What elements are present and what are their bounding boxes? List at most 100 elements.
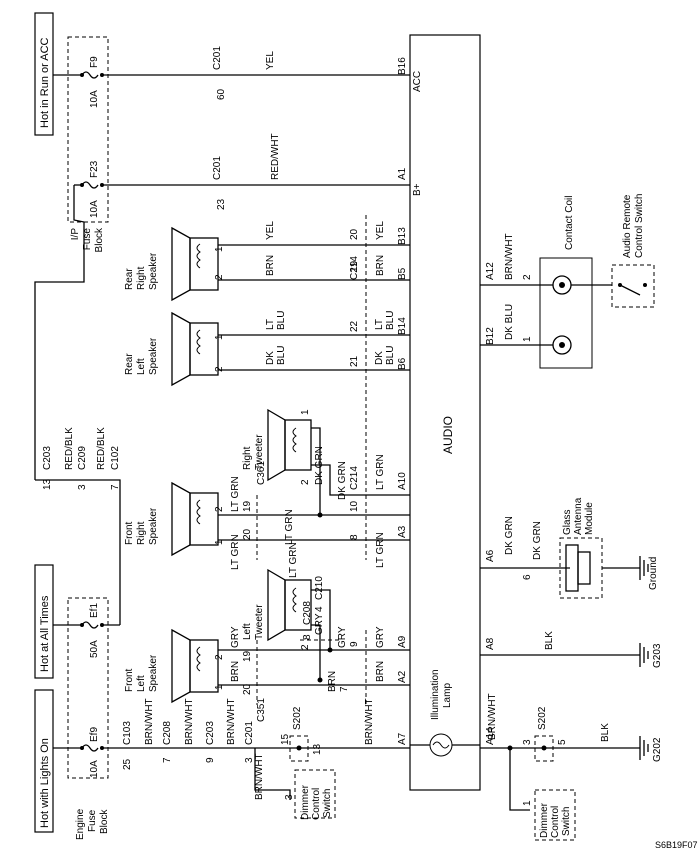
- wire-label-a6-dk-grn: DK GRN: [504, 516, 515, 555]
- rl-label-3: Speaker: [148, 337, 159, 375]
- wire-label-fr-lt-grn-3: LT GRN: [284, 509, 295, 545]
- engine-fuse-block-outline: [67, 597, 109, 779]
- audio-unit: [409, 34, 481, 791]
- fl-c214-pin7: 7: [339, 686, 350, 692]
- s202-pin13: 13: [312, 743, 323, 755]
- c208-pin7: 7: [162, 757, 173, 763]
- c214-label-mid: C214: [349, 466, 360, 490]
- audio-pins-left: B16 ACC A1 B+ B13 B5 B14 B6 A10 A3 A9 A2…: [397, 57, 423, 745]
- pin-a6: A6: [485, 549, 496, 562]
- rr-pin2: 2: [214, 274, 225, 280]
- rear-left-speaker: Rear Left Speaker 1 2: [124, 311, 225, 387]
- wire-label-a9-gry: GRY: [375, 626, 386, 648]
- wire-label-rt-dk-grn: DK GRN: [314, 446, 325, 485]
- wire-label-a10-lt-grn: LT GRN: [375, 454, 386, 490]
- c361-label: C361: [256, 461, 267, 485]
- wire-label-fr-lt-grn-1: LT GRN: [230, 476, 241, 512]
- s202-splice-left: S202 15 13: [280, 706, 323, 762]
- wire-label-a12-brn-wht: BRN/WHT: [504, 233, 515, 280]
- dimmer-control-switch-left: 3 Dimmer Control Switch: [284, 769, 336, 820]
- fuse-ef1: Ef1 50A: [53, 603, 120, 658]
- c103-label: C103: [122, 721, 133, 745]
- s202-pin15: 15: [280, 733, 291, 745]
- wire-label-a2-brn: BRN: [375, 661, 386, 682]
- wire-label-rr-yel: YEL: [265, 221, 276, 240]
- fr-label-1: Front: [124, 521, 135, 545]
- fuse-ef9-amp: 10A: [89, 760, 100, 778]
- wire-label-yel-top: YEL: [265, 51, 276, 70]
- fuse-f23: F23 10A: [74, 160, 104, 218]
- wire-label-brn-wht-3: BRN/WHT: [226, 698, 237, 745]
- s202-label-left: S202: [292, 706, 303, 730]
- ip-fuse-block-label-1: I/P: [70, 228, 81, 241]
- wire-ltw-gry: [311, 589, 331, 650]
- dimmer-left-pin3: 3: [284, 794, 295, 800]
- c201-pin60: 60: [216, 88, 227, 100]
- wire-label-a3-lt-grn: LT GRN: [375, 532, 386, 568]
- arc-label-1: Audio Remote: [622, 194, 633, 258]
- dimmer-control-switch-right: 1 Dimmer Control Switch: [522, 789, 576, 841]
- ltw-pin2: 2: [300, 644, 311, 650]
- fuse-f23-name: F23: [89, 160, 100, 178]
- c210-label: C210: [314, 576, 325, 600]
- wire-label-red-wht: RED/WHT: [270, 133, 281, 180]
- s202-splice-right: S202 3 5: [522, 706, 568, 762]
- engine-fuse-label-3: Block: [99, 809, 110, 834]
- wire-label-brn-wht-4: BRN/WHT: [364, 698, 375, 745]
- wire-label-b12-dk-blu: DK BLU: [504, 304, 515, 340]
- wire-label-rr-yel-2: YEL: [375, 221, 386, 240]
- c210-pin4: 4: [314, 606, 325, 612]
- fl-c351-pin20: 20: [242, 683, 253, 695]
- power-run-acc-box: Hot in Run or ACC: [34, 12, 54, 136]
- pin-b12: B12: [485, 327, 496, 345]
- pin-a8: A8: [485, 637, 496, 650]
- right-tweeter: Right Tweeter 1 2: [242, 408, 312, 485]
- c209-label: C209: [77, 446, 88, 470]
- rr-c214-pin19: 19: [349, 260, 360, 272]
- dimmer-right-label-2: Control: [550, 806, 561, 838]
- engine-fuse-label-1: Engine: [75, 808, 86, 840]
- pin-b14: B14: [397, 317, 408, 335]
- wire-label-rl-blu: BLU: [276, 311, 287, 330]
- splice-fr: [317, 512, 323, 518]
- wire-label-fl-brn-2: BRN: [327, 671, 338, 692]
- c103-pin25: 25: [122, 758, 133, 770]
- wire-label-rl-lt: LT: [265, 319, 276, 330]
- c203-label-2: C203: [205, 721, 216, 745]
- fr-label-3: Speaker: [148, 507, 159, 545]
- front-left-speaker: Front Left Speaker 2 1: [124, 628, 225, 704]
- ip-fuse-block-label-3: Block: [94, 227, 105, 252]
- ground-symbol-gam: [639, 556, 649, 580]
- fr-c361-pin20: 20: [242, 528, 253, 540]
- fuse-f9-amp: 10A: [89, 90, 100, 108]
- ground-label: Ground: [648, 557, 659, 590]
- audio-pins-right: A12 B12 A6 A8 A14: [485, 262, 496, 745]
- pin-a12: A12: [485, 262, 496, 280]
- fr-c214-pin8: 8: [349, 534, 360, 540]
- fl-label-2: Left: [136, 675, 147, 692]
- wire-label-red-blk-2: RED/BLK: [96, 427, 107, 470]
- fl-c351-pin19: 19: [242, 650, 253, 662]
- cc-pin1: 1: [522, 336, 533, 342]
- wire-red-blk-feed: [34, 185, 85, 465]
- c208-label-2: C208: [162, 721, 173, 745]
- wire-label-rl-blu-4: BLU: [385, 346, 396, 365]
- power-lights-on-box: Hot with Lights On: [34, 689, 54, 833]
- pin-acc: ACC: [412, 71, 423, 92]
- fr-c214-pin10: 10: [349, 500, 360, 512]
- pin-a10: A10: [397, 472, 408, 490]
- s202-right-pin3: 3: [522, 739, 533, 745]
- wire-label-brn-wht-1: BRN/WHT: [144, 698, 155, 745]
- wire-label-dk-grn-2: DK GRN: [337, 461, 348, 500]
- lights-on-connectors: 25 C103 BRN/WHT 7 C208 BRN/WHT 9 C203 BR…: [122, 698, 375, 770]
- left-tweeter: Left Tweeter 2: [242, 568, 312, 650]
- contact-coil: Contact Coil 2 1: [522, 196, 593, 369]
- wire-label-rr-brn-2: BRN: [375, 255, 386, 276]
- splice-fl-gry: [327, 647, 333, 653]
- fuse-ef1-name: Ef1: [89, 603, 100, 618]
- rt-label-1: Right: [242, 446, 253, 470]
- fr-label-2: Right: [136, 521, 147, 545]
- wire-label-dimmer-brn-wht: BRN/WHT: [254, 753, 265, 800]
- c201-pin23: 23: [216, 198, 227, 210]
